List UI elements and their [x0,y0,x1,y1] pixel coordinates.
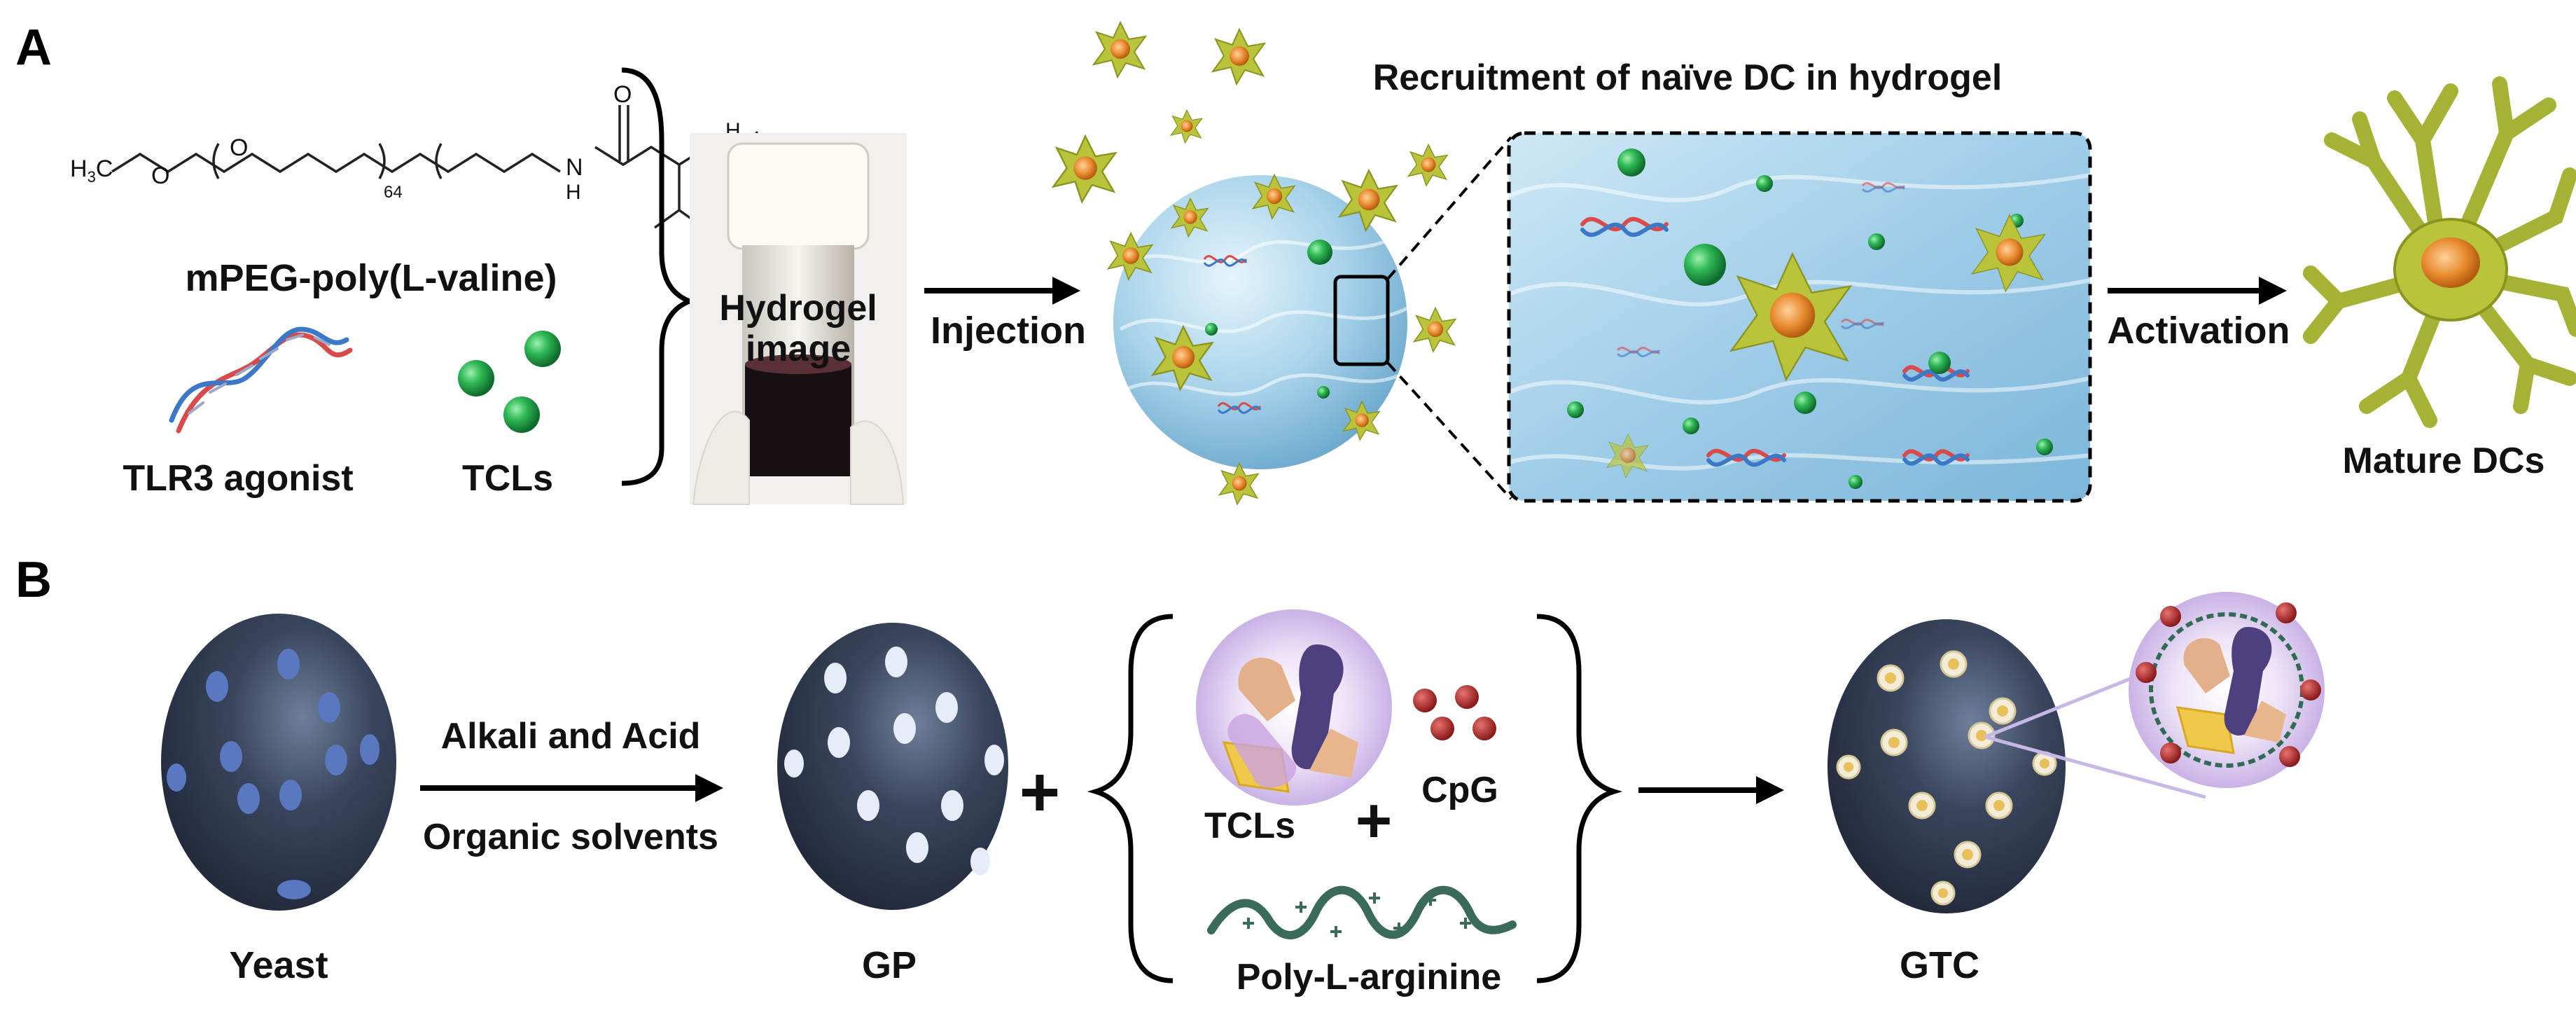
green-bead [1307,240,1332,265]
cpg-dot [1430,717,1454,740]
yeast-cell-icon [161,614,396,911]
green-bead [1756,175,1773,192]
green-bead [1617,149,1645,177]
chem-sub-64: 64 [384,183,403,202]
chem-o2: O [230,134,248,161]
tlr3-helix-icon [169,326,353,434]
zoom-inset [1507,131,2092,503]
yeast-label: Yeast [229,944,328,986]
chem-h3c-c: C [96,156,113,182]
gp-label: GP [862,944,917,986]
zoom-connector-bottom [1386,361,1512,500]
cpg-dot [2276,602,2297,623]
injection-label: Injection [931,310,1086,352]
chem-h3c: H3C [70,156,113,186]
brace-a [621,67,697,486]
green-bead [1868,233,1885,250]
gtc-label: GTC [1900,944,1979,986]
hydrogel-label-line2: image [746,329,851,369]
plus-sign-1: + [1019,753,1060,831]
dc-cell [1342,400,1381,441]
brace-b-left [1087,614,1174,983]
green-bead [524,331,561,367]
brace-b-right [1536,614,1623,983]
zoom-connector-top [1386,136,1512,280]
hydrogel-label-line1: Hydrogel [719,288,877,329]
chem-h3c-h: H [70,156,88,182]
green-bead [1794,392,1816,414]
dc-cell [1412,306,1457,353]
cpg-label: CpG [1421,770,1498,810]
polyarginine-icon [1207,885,1517,940]
dc-cell [1729,251,1853,382]
polyarginine-label: Poly-L-arginine [1237,957,1501,997]
panel-b-letter: B [15,552,52,608]
tcls-antigen-icon [1196,609,1392,806]
green-bead [1205,323,1218,336]
green-bead [1928,352,1951,374]
polymer-label: mPEG-poly(L-valine) [185,257,557,299]
dc-cell [1407,143,1449,187]
gtc-particle-icon [1827,619,2066,913]
dc-cell [1170,197,1209,238]
green-bead [1567,401,1584,418]
dc-cell [1251,173,1296,220]
mature-dc-label: Mature DCs [2343,441,2545,481]
cpg-dot [2300,679,2321,700]
dc-cell [1337,168,1399,233]
cpg-dot [1473,717,1496,740]
dc-cell [1092,20,1148,79]
tcls-beads [458,331,561,433]
activation-label: Activation [2107,310,2290,352]
green-bead [2036,439,2053,455]
chem-o3: O [613,81,632,108]
hydrogel-sphere [1113,175,1407,469]
dc-cell [1971,214,2046,293]
glucan-particle-icon [777,623,1008,910]
cpg-dot [2160,743,2181,764]
dc-cell [1051,134,1118,204]
chem-h3c-sub: 3 [88,168,96,186]
tlr3-label: TLR3 agonist [123,458,353,499]
dc-cell [1150,324,1214,392]
green-bead [503,396,540,433]
plus-sign-2: + [1356,786,1393,856]
cpg-dot [1413,689,1437,712]
cpg-dot [2160,606,2181,627]
green-bead [458,360,494,396]
chem-nh1-n: N [566,154,583,181]
hydrogel-photo [690,133,907,505]
green-bead [1317,386,1330,399]
chem-nh1-h: H [566,181,581,204]
cpg-icon [1413,685,1496,740]
dc-cell [1211,27,1267,86]
mature-dc-icon [2303,76,2576,428]
process-label-line1: Alkali and Acid [441,716,701,757]
chem-o1: O [151,163,169,189]
dc-cell [1606,433,1649,478]
gtc-callout [1984,592,2325,799]
tcls-label-b: TCLs [1204,806,1295,846]
green-bead [1849,475,1863,489]
panel-a-letter: A [15,20,52,76]
zoom-selection [1333,275,1390,366]
cpg-dot [2136,662,2157,683]
recruitment-label: Recruitment of naïve DC in hydrogel [1373,57,2003,98]
dc-cell [1218,462,1260,506]
tcls-label: TCLs [462,458,553,499]
process-label-line2: Organic solvents [423,817,718,857]
dc-cell [1169,109,1203,144]
cpg-dot [1455,685,1479,709]
cpg-dot [2279,746,2300,767]
green-bead [1683,417,1699,434]
dc-cell [1106,231,1154,282]
dc-cells [1051,20,1457,506]
green-bead [1684,244,1726,286]
